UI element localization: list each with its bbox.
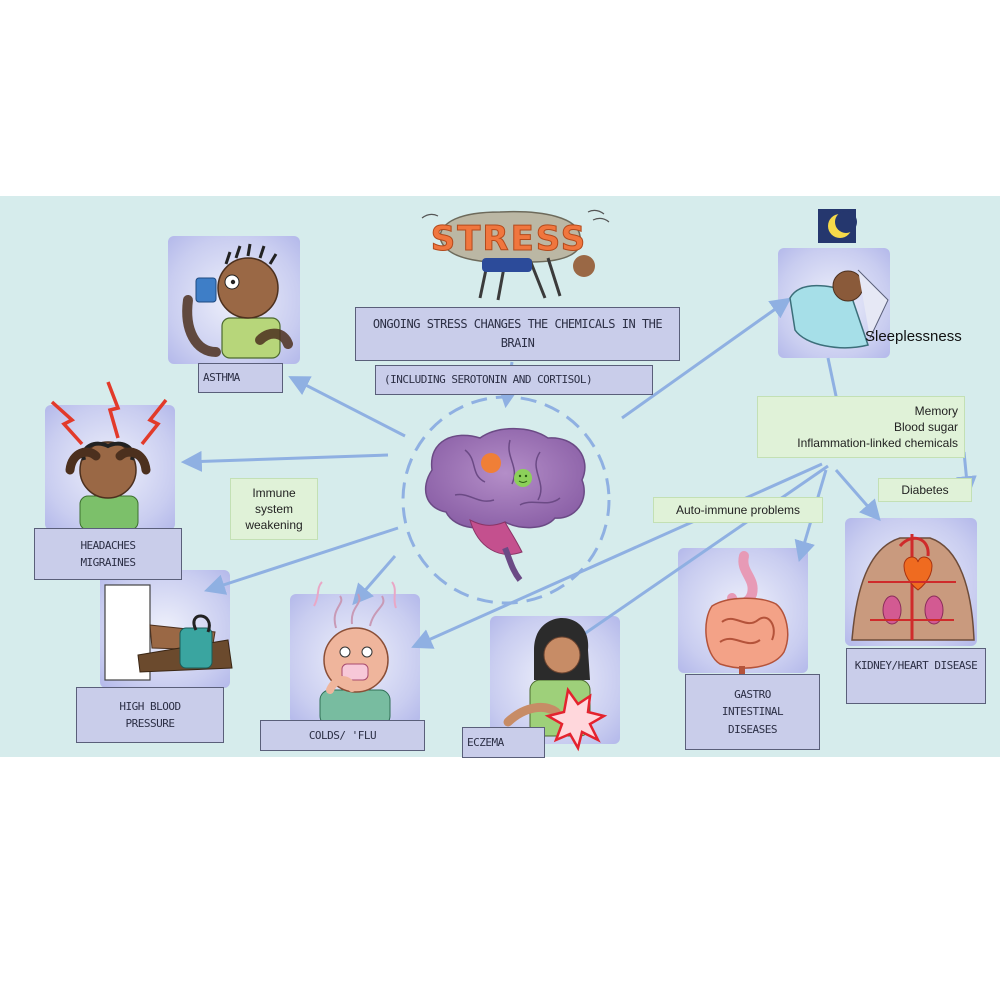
intestinal-text: INTESTINAL — [721, 705, 784, 719]
effects-box: Memory Blood sugar Inflammation-linked c… — [757, 396, 965, 458]
pressure-text: PRESSURE — [125, 717, 175, 730]
colds-flu-label: COLDS/ 'FLU — [260, 720, 425, 751]
high-blood-pressure-label: HIGH BLOOD PRESSURE — [76, 687, 224, 743]
serotonin-cortisol-box: (INCLUDING SEROTONIN AND CORTISOL) — [375, 365, 653, 395]
brain-circle — [401, 395, 611, 605]
auto-immune-text: Auto-immune problems — [675, 503, 801, 517]
headaches-label: HEADACHES MIGRAINES — [34, 528, 182, 580]
inflammation-text: Inflammation-linked chemicals — [797, 436, 958, 451]
gastro-text: GASTRO — [734, 688, 771, 702]
asthma-text: ASTHMA — [203, 371, 240, 385]
eczema-label: ECZEMA — [462, 727, 545, 758]
stress-title: STRESS — [431, 219, 588, 259]
green-chemical-icon — [514, 469, 532, 487]
headaches-text: HEADACHES — [80, 538, 136, 552]
eczema-girl-icon — [503, 618, 608, 752]
weakening-text: weakening — [245, 518, 303, 533]
diseases-text: DISEASES — [728, 722, 777, 736]
stress-stone-icon — [421, 209, 610, 301]
high-blood-text: HIGH BLOOD — [119, 699, 181, 713]
asthma-label: ASTHMA — [198, 363, 283, 393]
asthma-boy-icon — [182, 243, 293, 359]
brain-icon — [424, 427, 586, 582]
headache-person-icon — [50, 381, 168, 531]
diabetes-box: Diabetes — [878, 478, 972, 502]
orange-chemical-icon — [481, 453, 501, 473]
serotonin-cortisol-text: (INCLUDING SEROTONIN AND CORTISOL) — [384, 373, 593, 387]
intestines-icon — [705, 551, 789, 684]
immune-weakening-box: Immune system weakening — [230, 478, 318, 540]
moon-icon — [818, 209, 857, 243]
blood-sugar-text: Blood sugar — [893, 419, 958, 434]
memory-text: Memory — [914, 403, 958, 418]
eczema-text: ECZEMA — [467, 735, 504, 749]
migraines-text: MIGRAINES — [80, 556, 136, 569]
sleeplessness-label: Sleeplessness — [865, 328, 962, 345]
auto-immune-box: Auto-immune problems — [653, 497, 823, 523]
ongoing-stress-box: ONGOING STRESS CHANGES THE CHEMICALS IN … — [355, 307, 680, 361]
kidney-heart-icon — [851, 534, 975, 641]
cold-person-icon — [313, 581, 397, 727]
system-text: system — [254, 501, 293, 516]
colds-flu-text: COLDS/ 'FLU — [308, 728, 377, 742]
kidney-heart-text: KIDNEY/HEART DISEASE — [854, 659, 978, 672]
gastro-label: GASTRO INTESTINAL DISEASES — [685, 674, 820, 750]
kidney-heart-label: KIDNEY/HEART DISEASE — [846, 648, 986, 704]
blood-pressure-icon — [104, 584, 233, 681]
diabetes-text: Diabetes — [901, 483, 949, 497]
sleeping-person-icon — [789, 269, 889, 349]
ongoing-stress-text: ONGOING STRESS CHANGES THE CHEMICALS IN … — [372, 317, 663, 350]
immune-text: Immune — [252, 485, 296, 500]
